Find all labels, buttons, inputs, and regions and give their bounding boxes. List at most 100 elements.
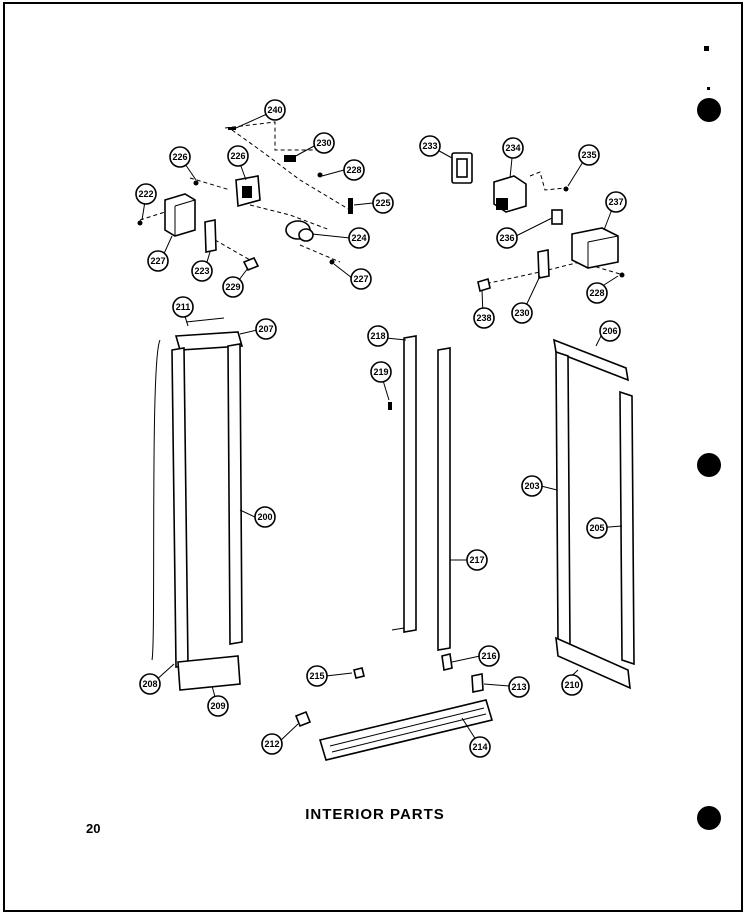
callout-216: 216 bbox=[478, 645, 500, 667]
callout-208: 208 bbox=[139, 673, 161, 695]
callout-203: 203 bbox=[521, 475, 543, 497]
bottom-right-breaker-strip bbox=[555, 636, 631, 690]
clip bbox=[477, 277, 491, 293]
gasket-line bbox=[151, 339, 161, 661]
mounting-plate bbox=[204, 219, 217, 253]
grille-slots bbox=[329, 707, 487, 753]
left-breaker-strip bbox=[171, 347, 189, 668]
svg-text:217: 217 bbox=[469, 555, 484, 565]
svg-text:208: 208 bbox=[142, 679, 157, 689]
svg-text:235: 235 bbox=[581, 150, 596, 160]
callouts: 240 226 226 230 228 225 222 227 223 224 … bbox=[135, 99, 627, 758]
assembly-line bbox=[139, 211, 166, 221]
callout-235: 235 bbox=[578, 144, 600, 166]
stud bbox=[388, 402, 392, 410]
svg-text:229: 229 bbox=[225, 282, 240, 292]
svg-text:240: 240 bbox=[267, 105, 282, 115]
callout-233: 233 bbox=[419, 135, 441, 157]
assembly-line bbox=[299, 244, 341, 263]
light-switch bbox=[551, 209, 563, 225]
trim-bracket bbox=[185, 317, 225, 323]
svg-text:216: 216 bbox=[481, 651, 496, 661]
screw bbox=[193, 180, 199, 186]
callout-215: 215 bbox=[306, 665, 328, 687]
page-border bbox=[3, 2, 743, 912]
callout-228: 228 bbox=[343, 159, 365, 181]
wire-end bbox=[228, 127, 236, 130]
svg-text:227: 227 bbox=[150, 256, 165, 266]
right-light-assembly bbox=[451, 152, 625, 293]
svg-text:237: 237 bbox=[608, 197, 623, 207]
screw-clip bbox=[353, 667, 365, 679]
svg-text:215: 215 bbox=[309, 671, 324, 681]
center-mullion bbox=[388, 335, 453, 671]
svg-text:228: 228 bbox=[589, 288, 604, 298]
diagram-caption: INTERIOR PARTS bbox=[305, 806, 445, 823]
registration-dot bbox=[707, 87, 710, 90]
callout-240: 240 bbox=[264, 99, 286, 121]
binder-holes bbox=[697, 46, 721, 830]
callout-234: 234 bbox=[502, 137, 524, 159]
thermostat-body bbox=[242, 186, 252, 198]
svg-text:214: 214 bbox=[472, 742, 487, 752]
svg-text:233: 233 bbox=[422, 141, 437, 151]
callout-236: 236 bbox=[496, 227, 518, 249]
assembly-line bbox=[224, 121, 320, 151]
control-housing bbox=[164, 193, 196, 237]
page-number: 20 bbox=[86, 821, 101, 836]
bottom-breaker-strip bbox=[177, 655, 241, 691]
assembly-line bbox=[529, 171, 566, 191]
registration-mark bbox=[704, 46, 709, 51]
callout-230: 230 bbox=[313, 132, 335, 154]
callout-200: 200 bbox=[254, 506, 276, 528]
right-right-breaker-strip bbox=[619, 390, 635, 666]
screw bbox=[317, 172, 323, 178]
top-breaker-strip bbox=[174, 331, 244, 351]
svg-text:230: 230 bbox=[316, 138, 331, 148]
callout-230: 230 bbox=[511, 302, 533, 324]
mullion-clip bbox=[441, 653, 453, 671]
svg-text:209: 209 bbox=[210, 701, 225, 711]
svg-text:207: 207 bbox=[258, 324, 273, 334]
svg-text:230: 230 bbox=[514, 308, 529, 318]
callout-225: 225 bbox=[372, 192, 394, 214]
callout-229: 229 bbox=[222, 276, 244, 298]
knob-dial bbox=[298, 228, 314, 242]
svg-text:224: 224 bbox=[351, 233, 366, 243]
svg-text:200: 200 bbox=[257, 512, 272, 522]
clip bbox=[242, 256, 260, 272]
callout-226: 226 bbox=[169, 146, 191, 168]
callout-212: 212 bbox=[261, 733, 283, 755]
callout-205: 205 bbox=[586, 517, 608, 539]
assembly-line bbox=[479, 261, 621, 286]
screw bbox=[329, 259, 335, 265]
callout-214: 214 bbox=[469, 736, 491, 758]
svg-text:205: 205 bbox=[589, 523, 604, 533]
binder-hole-middle bbox=[697, 453, 721, 477]
right-breaker-frame bbox=[552, 338, 635, 690]
svg-text:223: 223 bbox=[194, 266, 209, 276]
switch-plate bbox=[537, 249, 550, 279]
assembly-line bbox=[231, 129, 351, 211]
light-shield-window bbox=[456, 158, 468, 178]
callout-217: 217 bbox=[466, 549, 488, 571]
bottom-parts bbox=[294, 667, 494, 761]
svg-text:203: 203 bbox=[524, 481, 539, 491]
callout-218: 218 bbox=[367, 325, 389, 347]
callout-210: 210 bbox=[561, 674, 583, 696]
svg-text:234: 234 bbox=[505, 143, 520, 153]
housing-edge bbox=[174, 199, 196, 236]
pin bbox=[348, 198, 353, 214]
svg-text:211: 211 bbox=[176, 302, 191, 312]
callout-223: 223 bbox=[191, 260, 213, 282]
svg-text:227: 227 bbox=[353, 274, 368, 284]
grille-clip bbox=[294, 710, 312, 728]
svg-text:210: 210 bbox=[564, 680, 579, 690]
screw bbox=[137, 220, 143, 226]
callout-227: 227 bbox=[147, 250, 169, 272]
callout-219: 219 bbox=[370, 361, 392, 383]
top-right-breaker-strip bbox=[552, 338, 630, 382]
left-breaker-frame bbox=[151, 317, 244, 691]
